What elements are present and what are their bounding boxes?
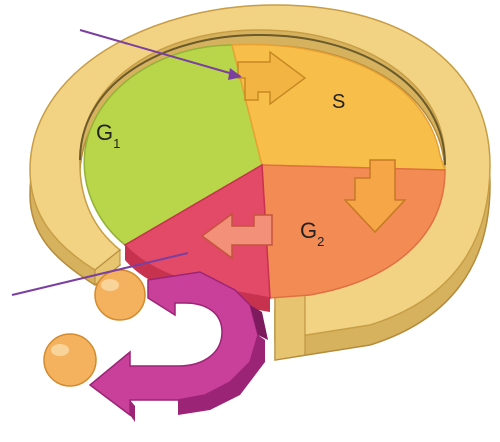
- daughter-cell-top: [95, 270, 145, 320]
- daughter-cell-bottom: [44, 334, 96, 386]
- label-s: S: [332, 91, 345, 113]
